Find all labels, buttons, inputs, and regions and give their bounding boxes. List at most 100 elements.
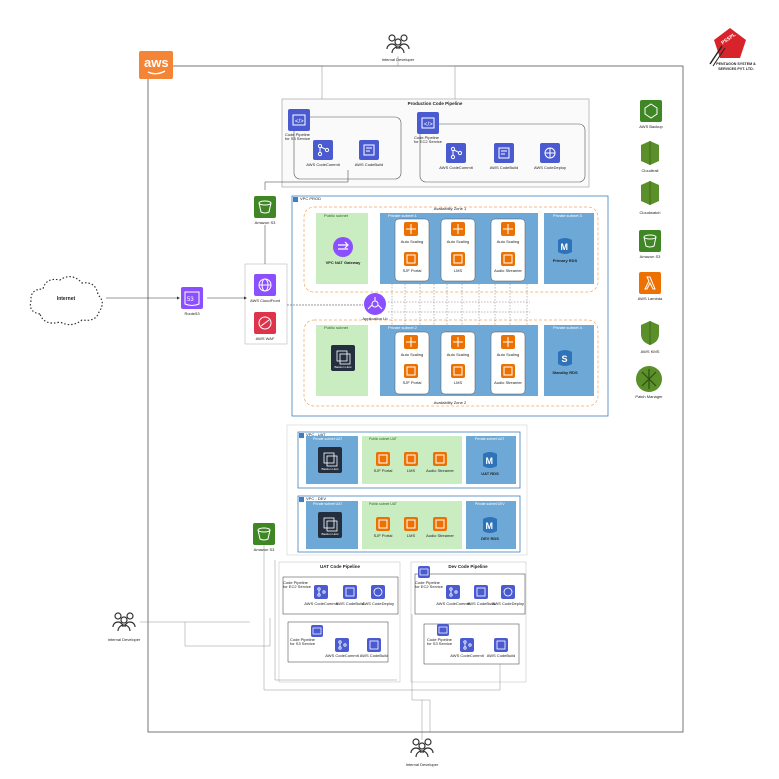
primary-rds-label: Primary RDS [552, 258, 578, 263]
cloudtrail-label: Cloudtrail [641, 168, 659, 173]
sjf-portal-2-label: SJF Portal [402, 380, 422, 385]
s3-top-icon [254, 196, 276, 218]
codedeploy-label: AWS CodeDeploy [533, 165, 567, 170]
dev-sjf-icon [376, 517, 390, 531]
codebuild-label: AWS CodeBuild [354, 162, 384, 167]
uat-codebuild-label: AWS CodeBuild [335, 601, 365, 606]
developer-top-icon [386, 32, 410, 54]
uat-codecommit-label: AWS CodeCommit [304, 601, 338, 606]
aws-lambda-label: AWS Lambda [637, 296, 663, 301]
svg-text:</>: </> [424, 122, 433, 128]
developer-bottom-icon [410, 736, 434, 758]
developer-left-icon [112, 610, 136, 632]
uat-codebuild-icon [343, 585, 357, 599]
route53-label: Route53 [184, 311, 200, 316]
company-name-line1: PENTAGON SYSTEM & [716, 62, 756, 66]
dev-pipeline-title: Dev Code Pipeline [448, 564, 488, 569]
public-subnet-1-label: Public subnet [324, 213, 349, 218]
dev-codebuild-2-icon [494, 638, 508, 652]
code-pipeline-s3-label: Code Pipeline for S3 Service [285, 132, 311, 142]
uat-sjf-icon [376, 452, 390, 466]
auto-scaling-1a-icon [404, 222, 418, 236]
uat-codecommit-2-icon [335, 638, 349, 652]
dev-s3-pipeline-label: Code Pipeline for S3 Service [427, 637, 453, 647]
dev-rds-label: DEV RDS [481, 536, 499, 541]
uat-public-subnet-label: Public subnet UAT [369, 437, 397, 441]
standby-rds-icon: S [557, 349, 573, 367]
uat-codedeploy-icon [371, 585, 385, 599]
dev-audio-icon [433, 517, 447, 531]
s3-top-label: Amazon S3 [254, 220, 276, 225]
public-subnet-2-label: Public subnet [324, 325, 349, 330]
private-subnet-2-label: Private subnet 2 [388, 325, 417, 330]
aws-backup-icon [640, 100, 662, 122]
uat-codebuild-2-label: AWS CodeBuild [359, 653, 389, 658]
dev-sjf-label: SJF Portal [373, 533, 393, 538]
waf-label: AWS WAF [255, 336, 275, 341]
auto-scaling-2a-icon [404, 335, 418, 349]
pentagon-shape [714, 28, 746, 58]
vpc-dev-title: VPC - DEV [306, 496, 327, 501]
audio-streamer-2-label: Audio Streamer [494, 380, 522, 385]
dev-bastion-icon: Bastion Host [318, 512, 342, 538]
aws-logo: aws [139, 51, 173, 79]
auto-scaling-2c-icon [501, 335, 515, 349]
az2-label: Availability Zone 2 [433, 400, 467, 405]
primary-rds-icon: M [557, 237, 573, 255]
dev-codebuild-icon [474, 585, 488, 599]
uat-lms-icon [404, 452, 418, 466]
amazon-s3-legend-icon [639, 230, 661, 252]
auto-scaling-2a-label: Auto Scaling [400, 352, 424, 357]
dev-audio-label: Audio Streamer [426, 533, 454, 538]
vpc-dev-badge-icon [299, 497, 304, 502]
s3-bottom-label: Amazon S3 [253, 547, 275, 552]
patch-manager-label: Patch Manager [635, 394, 663, 399]
dev-private-subnet-db-label: Private subnet DEV [475, 502, 505, 506]
code-pipeline-s3-icon: </> [288, 109, 310, 131]
sjf-portal-1-label: SJF Portal [402, 268, 422, 273]
nat-gateway-icon [333, 237, 353, 257]
svg-text:S: S [562, 354, 568, 364]
aws-kms-label: AWS KMS [640, 349, 660, 354]
codebuild-2-icon [494, 143, 514, 163]
auto-scaling-1b-icon [451, 222, 465, 236]
private-subnet-4-label: Private subnet 4 [553, 325, 582, 330]
dev-public-subnet-label: Public subnet UAT [369, 502, 397, 506]
private-subnet-1-label: Private subnet 1 [388, 213, 417, 218]
dev-s3-pipeline-icon [437, 624, 449, 636]
auto-scaling-1a-label: Auto Scaling [400, 239, 424, 244]
aws-backup-label: AWS Backup [639, 124, 663, 129]
uat-s3-pipeline-label: Code Pipeline for S3 Service [290, 637, 316, 647]
uat-pipeline-title: UAT Code Pipeline [320, 564, 360, 569]
uat-audio-label: Audio Streamer [426, 468, 454, 473]
uat-rds-label: UAT RDS [481, 471, 499, 476]
waf-icon [254, 312, 276, 334]
private-subnet-3-label: Private subnet 3 [553, 213, 582, 218]
company-name-line2: SERVICES PVT. LTD. [718, 67, 754, 71]
uat-ec2-pipeline-label: Code Pipeline for EC2 Service [283, 580, 312, 590]
dev-private-subnet-label: Private subnet UAT [313, 502, 343, 506]
aws-logo-text: aws [144, 55, 169, 70]
codebuild-icon [359, 140, 379, 160]
dev-ec2-pipeline-label: Code Pipeline for EC2 Service [415, 580, 444, 590]
svg-text:</>: </> [295, 119, 304, 125]
cloudwatch-icon [638, 180, 662, 206]
developer-bottom-label: Internal Developer [405, 762, 439, 767]
auto-scaling-1c-label: Auto Scaling [496, 239, 520, 244]
dev-codedeploy-icon [501, 585, 515, 599]
prod-pipeline-title: Production Code Pipeline [407, 101, 463, 106]
uat-codebuild-2-icon [367, 638, 381, 652]
s3-bottom-icon [253, 523, 275, 545]
ec2-audio-2-icon [501, 364, 515, 378]
uat-codedeploy-label: AWS CodeDeploy [361, 601, 395, 606]
aws-kms-icon [638, 320, 662, 346]
cloudfront-label: AWS CloudFront [250, 298, 280, 303]
uat-bastion-icon: Bastion Host [318, 447, 342, 473]
codecommit-label: AWS CodeCommit [306, 162, 340, 167]
svg-text:53: 53 [187, 297, 194, 303]
svg-text:M: M [561, 242, 569, 252]
dev-codecommit-icon [446, 585, 460, 599]
uat-sjf-label: SJF Portal [373, 468, 393, 473]
amazon-s3-legend-label: Amazon S3 [639, 254, 661, 259]
cloudtrail-icon [638, 140, 662, 166]
